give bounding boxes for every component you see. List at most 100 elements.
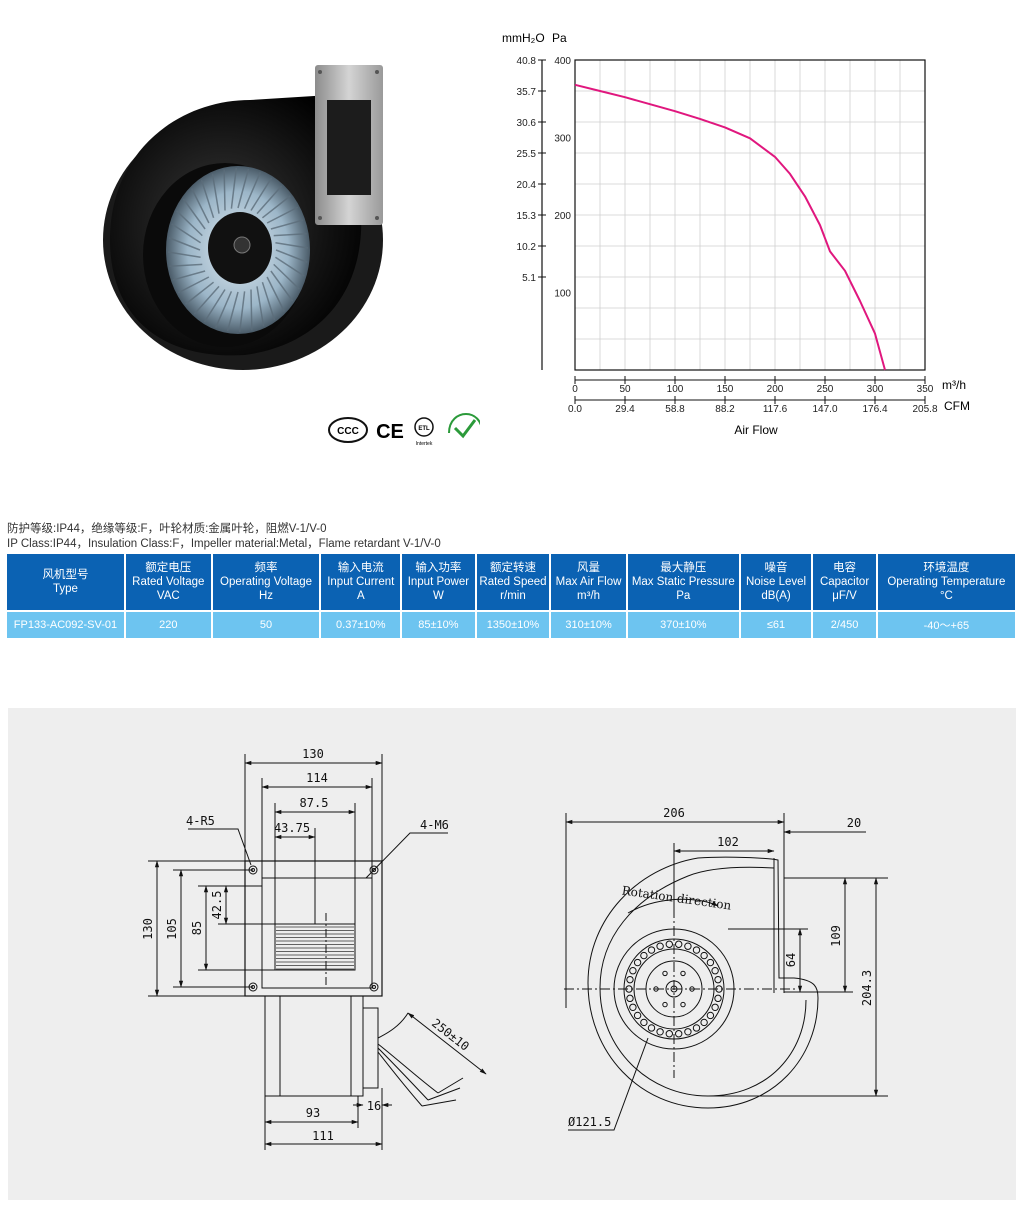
header-en: Max Air Flow	[555, 576, 622, 588]
dim-43-75: 43.75	[274, 821, 310, 835]
spec-cell: ≤61	[740, 610, 812, 638]
header-en: Capacitor	[819, 576, 870, 588]
dim-109: 109	[829, 925, 843, 947]
header-unit: dB(A)	[761, 590, 791, 602]
header-en: Rated Voltage	[132, 576, 205, 588]
dim-16: 16	[367, 1099, 381, 1113]
y-left-tick-label: 10.2	[517, 242, 537, 253]
dim-105: 105	[165, 918, 179, 940]
header-unit: °C	[939, 590, 953, 602]
x2-tick-label: 29.4	[615, 404, 635, 415]
spec-header-cell: 风机型号 Type	[7, 554, 124, 610]
spec-cell: 50	[212, 610, 320, 638]
technical-drawing: 130 114 87.5 43.75 4-R5 4-M6 130 105 85 …	[141, 747, 888, 1150]
ce-mark: CE	[376, 421, 404, 443]
dim-111: 111	[312, 1129, 334, 1143]
dim-130-top: 130	[302, 747, 324, 761]
chart-grid	[541, 59, 926, 401]
y-left-tick-label: 35.7	[517, 87, 537, 98]
dim-42-5: 42.5	[210, 891, 224, 920]
spec-cell: 370±10%	[627, 610, 739, 638]
header-en: Noise Level	[745, 576, 807, 588]
x-tick-label: 0	[572, 384, 578, 395]
product-photo: CCC CE ETL Intertek	[103, 65, 480, 447]
header-unit: m³/h	[577, 590, 601, 602]
x2-tick-label: 176.4	[862, 404, 887, 415]
x-tick-label: 100	[667, 384, 684, 395]
y-left-tick-label: 15.3	[517, 211, 537, 222]
header-zh: 风机型号	[42, 569, 89, 581]
header-zh: 最大静压	[660, 562, 707, 574]
svg-text:Intertek: Intertek	[416, 441, 433, 447]
x-tick-label: 350	[917, 384, 934, 395]
header-unit: A	[356, 590, 365, 602]
header-en: Max Static Pressure	[631, 576, 735, 588]
header-en: Rated Speed	[479, 576, 547, 588]
technical-drawing-panel: 130 114 87.5 43.75 4-R5 4-M6 130 105 85 …	[8, 708, 1016, 1200]
front-view	[148, 754, 487, 1150]
dim-85: 85	[190, 921, 204, 935]
spec-section: 防护等级:IP44，绝缘等级:F，叶轮材质:金属叶轮，阻燃V-1/V-0 IP …	[7, 522, 1017, 638]
dim-114: 114	[306, 771, 328, 785]
y-right-tick-label: 200	[554, 211, 571, 222]
dim-87-5: 87.5	[300, 796, 329, 810]
dim-121-5: Ø121.5	[568, 1115, 611, 1129]
dim-130-left: 130	[141, 918, 155, 940]
header-zh: 风量	[577, 562, 601, 574]
header-zh: 频率	[254, 562, 278, 574]
header-en: Input Current	[327, 576, 395, 588]
x-tick-label: 200	[767, 384, 784, 395]
header-unit: Pa	[676, 590, 691, 602]
spec-note-en: IP Class:IP44，Insulation Class:F，Impelle…	[7, 538, 441, 550]
x-tick-label: 300	[867, 384, 884, 395]
y-left-unit: mmH₂O	[502, 31, 545, 45]
etl-mark: ETL Intertek	[414, 417, 434, 447]
spec-note-zh: 防护等级:IP44，绝缘等级:F，叶轮材质:金属叶轮，阻燃V-1/V-0	[7, 523, 327, 535]
y-right-tick-label: 100	[554, 289, 571, 300]
spec-cell: 220	[125, 610, 211, 638]
header-unit: r/min	[500, 590, 526, 602]
chart-series	[574, 83, 886, 371]
y-right-tick-label: 400	[554, 56, 571, 67]
x-axis-title: Air Flow	[734, 423, 778, 437]
spec-cell: FP133-AC092-SV-01	[7, 610, 124, 638]
header-en: Operating Voltage	[220, 576, 313, 588]
dim-93: 93	[306, 1106, 320, 1120]
x-unit-label: m³/h	[942, 378, 966, 392]
x-tick-label: 50	[619, 384, 631, 395]
header-zh: 环境温度	[923, 562, 970, 574]
x-tick-label: 250	[817, 384, 834, 395]
label-4-m6: 4-M6	[420, 818, 449, 832]
x-tick-label: 150	[717, 384, 734, 395]
x2-tick-label: 147.0	[812, 404, 837, 415]
svg-text:CCC: CCC	[337, 426, 359, 437]
dim-20: 20	[847, 816, 861, 830]
header-zh: 额定电压	[145, 562, 192, 574]
x2-tick-label: 58.8	[665, 404, 685, 415]
y-left-tick-label: 20.4	[517, 180, 537, 191]
chart-ticks: 00.05029.410058.815088.2200117.6250147.0…	[517, 56, 938, 415]
x2-tick-label: 205.8	[912, 404, 937, 415]
spec-cell: 85±10%	[402, 610, 475, 638]
dim-64: 64	[784, 953, 798, 967]
dim-204-3: 204.3	[860, 970, 874, 1006]
label-4-r5: 4-R5	[186, 814, 215, 828]
y-left-tick-label: 5.1	[522, 273, 536, 284]
x2-unit-label: CFM	[944, 399, 970, 413]
x2-tick-label: 117.6	[763, 404, 788, 415]
spec-cell: 1350±10%	[476, 610, 550, 638]
header-en: Input Power	[407, 576, 470, 588]
header-en: Type	[53, 583, 78, 595]
spec-cell: -40～+65	[877, 610, 1015, 638]
series-line-pressure	[574, 83, 886, 371]
performance-chart: 00.05029.410058.815088.2200117.6250147.0…	[502, 31, 970, 437]
